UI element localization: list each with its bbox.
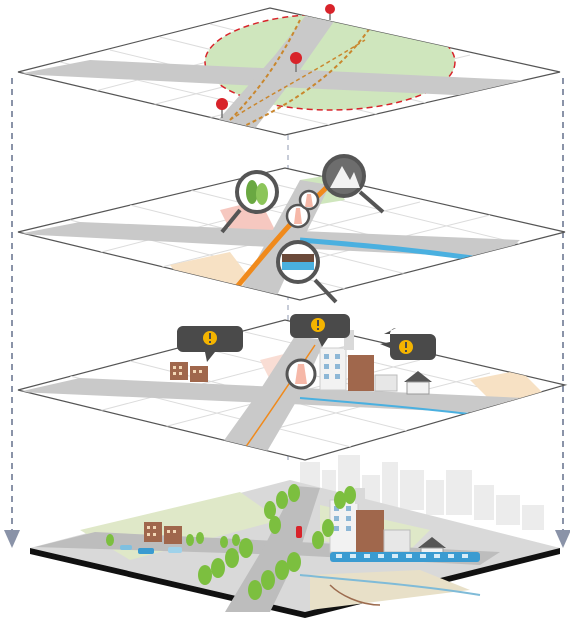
house bbox=[404, 371, 432, 395]
connector-arrows bbox=[4, 78, 570, 548]
warning-icon bbox=[399, 340, 413, 354]
river bbox=[299, 574, 481, 596]
magnifier-tree bbox=[220, 170, 279, 234]
car bbox=[138, 548, 154, 554]
alert-bubble bbox=[290, 314, 350, 347]
pylon-icon bbox=[294, 208, 302, 224]
pylon-icon bbox=[305, 194, 313, 207]
road-curved bbox=[225, 486, 320, 612]
tree-icon bbox=[246, 180, 268, 205]
magnifier-pylon bbox=[285, 358, 317, 390]
bridge-icon bbox=[282, 254, 314, 270]
magnifier-mountain bbox=[322, 154, 385, 214]
path bbox=[329, 584, 381, 606]
building bbox=[348, 355, 374, 391]
buildings-center bbox=[329, 488, 411, 554]
building bbox=[344, 330, 354, 350]
route-dashed-b bbox=[239, 27, 371, 129]
train bbox=[330, 552, 480, 562]
building bbox=[170, 362, 188, 380]
building-cluster-left bbox=[170, 362, 208, 382]
map-pin-icon bbox=[216, 98, 228, 118]
buildings-left bbox=[144, 522, 182, 544]
route-map-layer bbox=[17, 4, 561, 136]
car bbox=[120, 545, 132, 550]
right-arrowhead bbox=[555, 530, 570, 548]
warning-icon bbox=[311, 318, 325, 332]
car bbox=[296, 526, 302, 538]
mountain-icon bbox=[330, 166, 360, 188]
3d-city-model-layer bbox=[30, 455, 560, 618]
trees bbox=[106, 484, 356, 600]
route-dashed-c bbox=[229, 39, 366, 121]
building bbox=[374, 374, 398, 392]
building bbox=[164, 526, 182, 544]
route-pins bbox=[216, 4, 335, 118]
alert-bubble bbox=[177, 326, 243, 362]
building bbox=[319, 347, 347, 391]
alert-bubble bbox=[380, 328, 436, 360]
road-curved bbox=[205, 10, 335, 135]
building bbox=[355, 488, 365, 504]
layer-contents bbox=[18, 10, 560, 135]
building-cluster-center bbox=[319, 330, 398, 392]
route-dashed-a bbox=[224, 19, 301, 126]
pylon-icon bbox=[295, 364, 307, 384]
zone-boundary bbox=[204, 13, 456, 111]
building bbox=[356, 510, 384, 554]
map-pin-icon bbox=[290, 52, 302, 72]
warning-icon bbox=[203, 331, 217, 345]
car bbox=[168, 547, 182, 553]
building bbox=[190, 366, 208, 382]
route-orange bbox=[228, 173, 342, 297]
map-pin-icon bbox=[325, 4, 335, 20]
left-arrowhead bbox=[4, 530, 20, 548]
magnifier-small bbox=[285, 189, 320, 229]
cars bbox=[120, 526, 302, 554]
magnifier-bridge bbox=[276, 240, 338, 304]
building bbox=[383, 529, 411, 553]
environment-layer bbox=[17, 154, 566, 304]
urban-impact-layer bbox=[17, 314, 568, 461]
building bbox=[144, 522, 162, 542]
